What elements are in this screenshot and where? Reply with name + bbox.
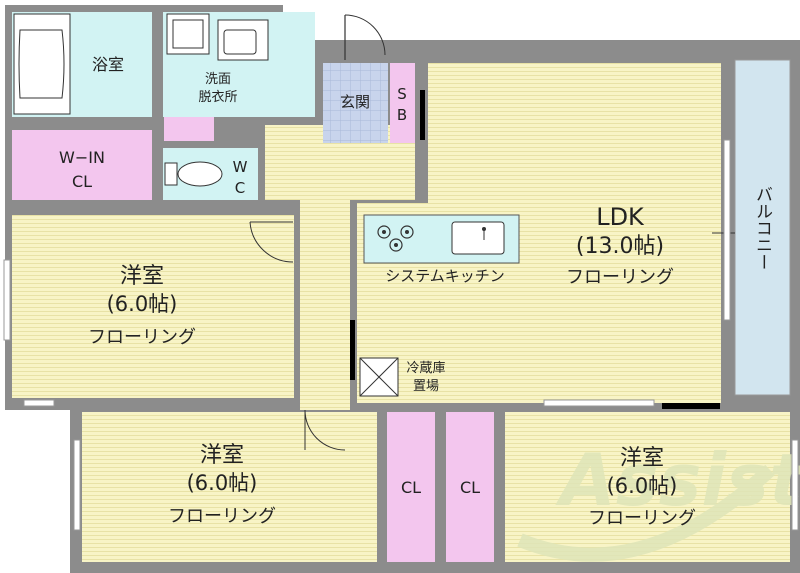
sw-room-size: (6.0帖) <box>187 471 258 495</box>
ldk-floor: フローリング <box>566 267 674 288</box>
sw-room-name: 洋室 <box>200 443 244 468</box>
bath-label: 浴室 <box>92 55 124 74</box>
closet-b <box>446 412 494 562</box>
fridge-label-2: 置場 <box>413 379 439 394</box>
washroom-label-2: 脱衣所 <box>198 89 237 105</box>
walkin-label-2: CL <box>72 172 92 191</box>
fridge-space <box>359 357 399 397</box>
walkin-label-1: W−IN <box>59 148 105 167</box>
sw-room-door-icon <box>304 409 346 451</box>
hallway-lower <box>300 195 350 410</box>
washing-machine-icon <box>166 13 210 55</box>
svg-text:Assist: Assist <box>555 438 800 522</box>
se-room-name: 洋室 <box>620 446 664 471</box>
balcony <box>734 59 791 396</box>
toilet-icon <box>164 161 223 187</box>
closet-a <box>387 412 435 562</box>
entrance-label: 玄関 <box>340 93 370 111</box>
balcony-label: バルコニー <box>752 186 772 271</box>
wash-basin-icon <box>217 19 269 61</box>
sink-icon <box>451 221 505 255</box>
walkin-closet <box>12 130 152 200</box>
toilet-label-2: C <box>235 179 245 197</box>
entrance-door-icon <box>344 14 386 60</box>
west-room-size: (6.0帖) <box>107 292 178 316</box>
washroom-closet <box>164 117 214 141</box>
bathtub-icon <box>13 13 71 115</box>
ldk-size: (13.0帖) <box>576 234 664 259</box>
shoe-box-label-1: S <box>397 85 407 103</box>
fridge-label-1: 冷蔵庫 <box>406 361 445 376</box>
shoe-box <box>390 63 415 143</box>
sw-room-floor: フローリング <box>168 506 276 527</box>
toilet-label-1: W <box>233 158 248 176</box>
ldk-name: LDK <box>596 203 645 231</box>
west-room-door-icon <box>249 221 294 263</box>
west-room <box>12 215 294 398</box>
sw-room <box>82 412 377 562</box>
se-room-floor: フローリング <box>588 508 696 529</box>
door-frames <box>350 90 720 409</box>
west-room-name: 洋室 <box>120 264 164 289</box>
washroom-label-1: 洗面 <box>205 72 231 87</box>
shoe-box-label-2: B <box>397 106 407 124</box>
se-room-size: (6.0帖) <box>607 474 678 498</box>
kitchen-label: システムキッチン <box>385 267 505 285</box>
closet-b-label: CL <box>460 478 480 497</box>
entrance <box>323 63 388 143</box>
closet-a-label: CL <box>401 478 421 497</box>
stove-icon <box>377 225 414 252</box>
window-frames <box>3 139 799 531</box>
assist-logo: Assist <box>517 438 800 562</box>
west-room-floor: フローリング <box>88 327 196 348</box>
